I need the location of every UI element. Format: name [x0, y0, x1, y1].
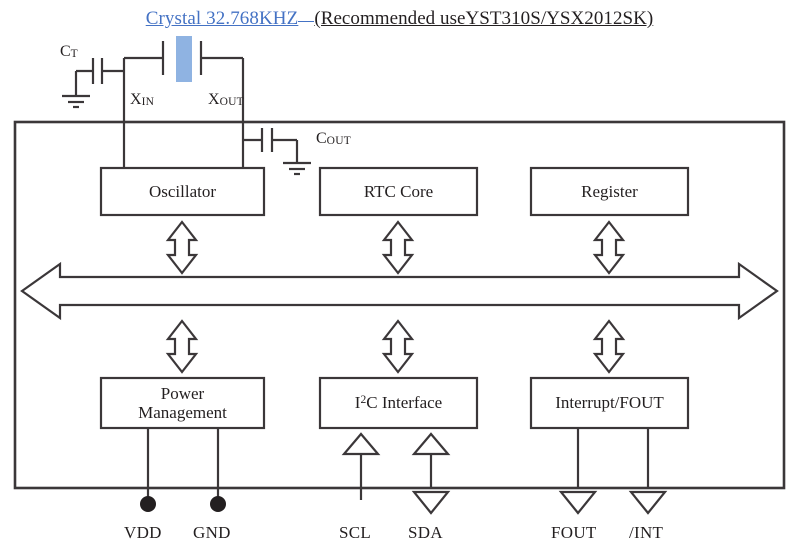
i2c-label-text: I2C Interface: [354, 393, 443, 413]
recommended-part-note: (Recommended useYST310S/YSX2012SK): [314, 8, 654, 29]
diagram-title: Crystal 32.768KHZ (Recommended useYST310S…: [0, 4, 799, 30]
power-management-line1: Power: [160, 383, 205, 403]
block-rtc-core-label: RTC Core: [363, 181, 434, 201]
pin-label-scl: SCL: [339, 523, 372, 542]
gnd-terminal-dot: [210, 496, 226, 512]
crystal-spec-link[interactable]: Crystal 32.768KHZ: [145, 8, 299, 29]
arrow-bus-i2c-interface: [381, 319, 415, 374]
block-i2c-interface-label: I2C Interface: [320, 378, 477, 428]
arrow-register-bus: [592, 220, 626, 275]
block-interrupt-fout-rect: [529, 376, 690, 430]
ct-capacitor-label: CT: [60, 43, 78, 60]
block-power-management-label: Power Management: [101, 378, 264, 428]
block-register-rect: [529, 166, 690, 217]
scl-input-arrowhead: [341, 432, 381, 456]
block-interrupt-fout-label: Interrupt/FOUT: [555, 393, 664, 413]
sda-terminal-arrowhead: [411, 490, 451, 515]
xin-node-label: XIN: [130, 91, 155, 108]
pin-label-vdd: VDD: [124, 523, 162, 542]
cout-capacitor-label: COUT: [316, 130, 351, 147]
pin-label-sda: SDA: [408, 523, 443, 542]
crystal-symbol: [176, 36, 192, 82]
block-rtc-core-rect: [318, 166, 479, 217]
pin-label-fout: FOUT: [551, 523, 597, 542]
int-terminal-arrowhead: [628, 490, 668, 515]
block-oscillator-rect: [99, 166, 266, 217]
xout-node-label: XOUT: [208, 91, 244, 108]
fout-terminal-arrowhead: [558, 490, 598, 515]
block-power-management-rect: [99, 376, 266, 430]
pin-label-gnd: GND: [193, 523, 231, 542]
block-register-label: Register: [581, 181, 638, 201]
internal-bus: [20, 261, 779, 321]
arrow-rtc-core-bus: [381, 220, 415, 275]
arrow-oscillator-bus: [165, 220, 199, 275]
sda-input-arrowhead: [411, 432, 451, 456]
vdd-terminal-dot: [140, 496, 156, 512]
block-oscillator-label: Oscillator: [148, 181, 217, 201]
title-underline-gap: [298, 4, 315, 22]
block-i2c-interface-rect: [318, 376, 479, 430]
ground-symbol-ct: [62, 94, 90, 109]
arrow-bus-power-management: [165, 319, 199, 374]
ground-symbol-cout: [283, 161, 311, 176]
pin-label-int: /INT: [629, 523, 664, 542]
power-management-line2: Management: [138, 403, 227, 422]
arrow-bus-interrupt-fout: [592, 319, 626, 374]
